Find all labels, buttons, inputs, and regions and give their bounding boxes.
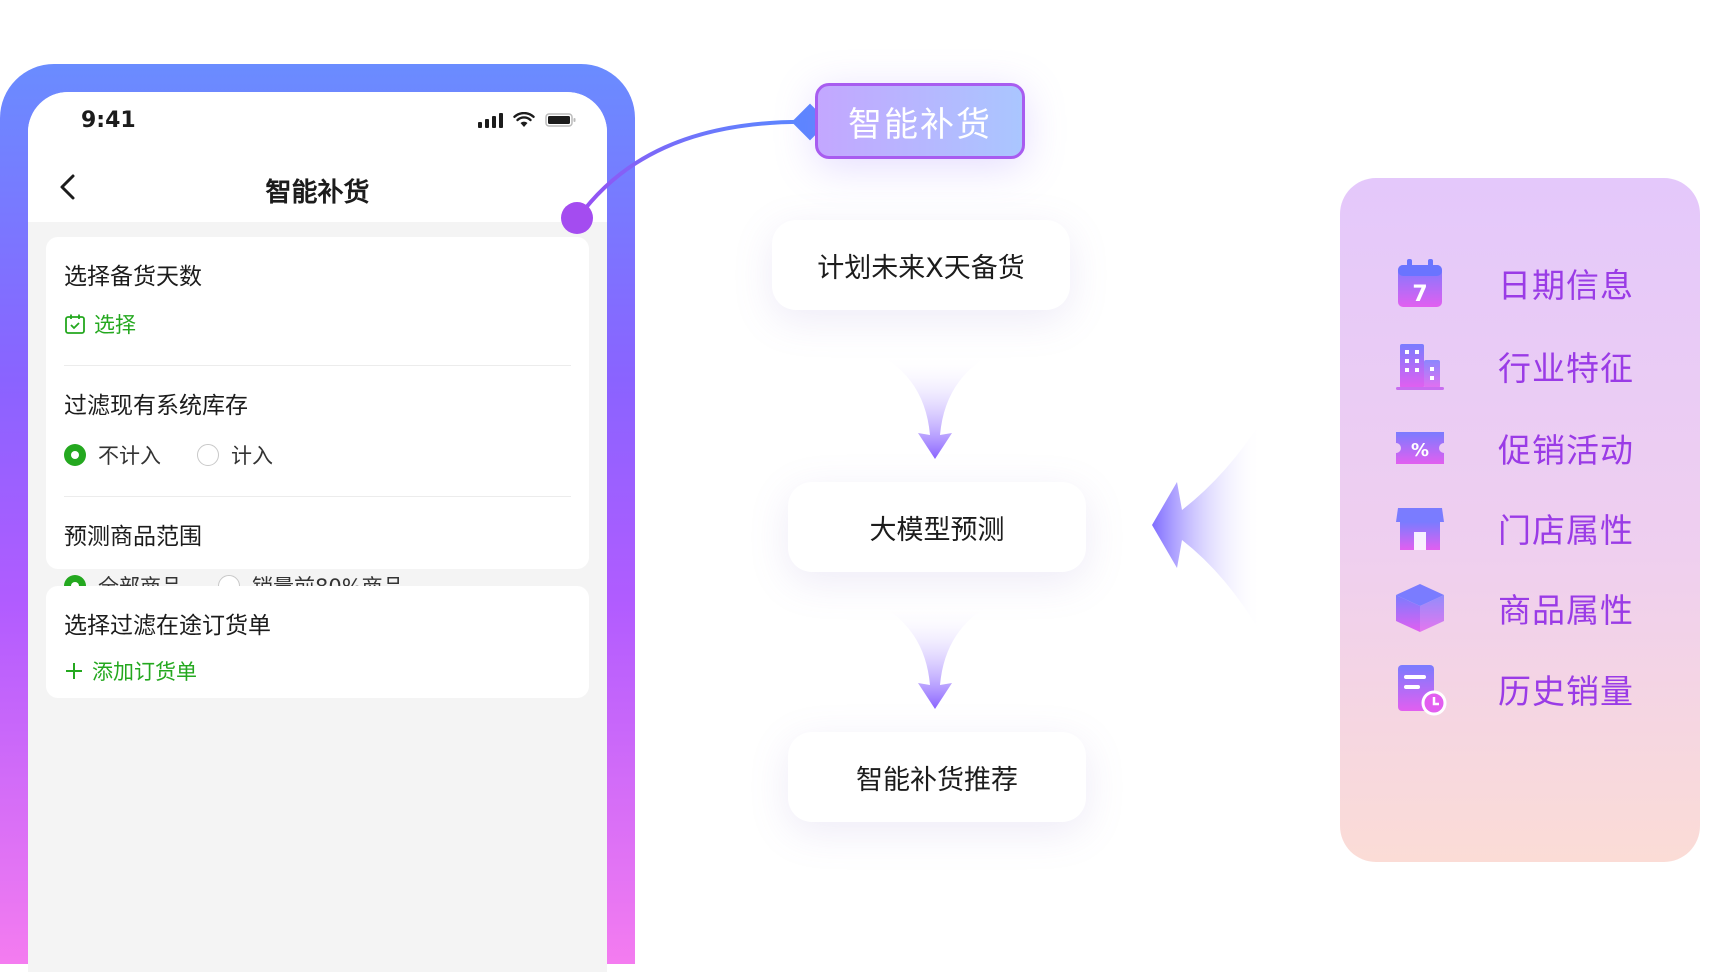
nav-bar: 智能补货: [28, 152, 607, 222]
down-arrow-icon: [880, 605, 990, 709]
divider: [64, 365, 571, 366]
add-order-button[interactable]: 添加订货单: [64, 656, 571, 686]
divider: [64, 496, 571, 497]
building-icon: [1396, 344, 1444, 390]
store-icon: [1396, 508, 1444, 550]
flow-step-recommend: 智能补货推荐: [788, 732, 1086, 822]
calendar-check-icon: [65, 314, 85, 334]
days-section-title: 选择备货天数: [64, 264, 202, 290]
coupon-icon: %: [1396, 432, 1444, 464]
select-days-label: 选择: [94, 313, 136, 337]
cellular-signal-icon: [478, 113, 503, 128]
scope-section-title: 预测商品范围: [64, 524, 202, 550]
battery-icon: [545, 113, 576, 127]
filter-option-exclude[interactable]: 不计入: [64, 440, 161, 470]
status-time: 9:41: [81, 108, 136, 133]
svg-text:%: %: [1411, 440, 1429, 461]
orders-card: 选择过滤在途订货单 添加订货单: [46, 586, 589, 698]
back-arrow-icon[interactable]: [56, 172, 80, 202]
factor-industry: 行业特征: [1392, 331, 1682, 401]
plus-icon: [66, 663, 82, 679]
status-bar: 9:41: [28, 92, 607, 152]
factor-card: 7 日期信息 行业特征 % 促销活动 门店属性: [1340, 178, 1700, 862]
flow-step-plan: 计划未来X天备货: [772, 220, 1070, 310]
factor-store-label: 门店属性: [1498, 511, 1634, 550]
sales-report-icon: [1398, 665, 1447, 716]
add-order-label: 添加订货单: [92, 660, 197, 684]
factor-promotion: % 促销活动: [1392, 413, 1682, 483]
filter-option-include[interactable]: 计入: [197, 440, 273, 470]
orders-section: 选择过滤在途订货单 添加订货单: [64, 586, 571, 686]
settings-card: 选择备货天数 选择 过滤现有系统库存 不计入: [46, 237, 589, 599]
radio-unselected-icon: [197, 444, 219, 466]
down-arrow-icon: [880, 355, 990, 459]
select-days-button[interactable]: 选择: [64, 309, 571, 339]
connector-dot-icon: [561, 202, 593, 234]
left-arrow-icon: [1152, 420, 1262, 635]
connector-curve: [561, 103, 829, 234]
factor-date-label: 日期信息: [1498, 266, 1634, 305]
flow-step-model: 大模型预测: [788, 482, 1086, 572]
phone-screen: 9:41 智能补货 选择备货天数: [28, 92, 607, 972]
factor-store: 门店属性: [1392, 493, 1682, 563]
feature-tag: 智能补货: [815, 83, 1025, 159]
factor-date: 7 日期信息: [1392, 248, 1682, 318]
factor-sales: 历史销量: [1392, 654, 1682, 724]
wifi-icon: [513, 112, 535, 127]
page-title: 智能补货: [265, 178, 370, 208]
status-icons: [478, 112, 577, 128]
filter-section: 过滤现有系统库存 不计入 计入: [64, 366, 571, 476]
filter-option-include-label: 计入: [231, 444, 273, 468]
factor-sales-label: 历史销量: [1498, 672, 1634, 711]
factor-product-label: 商品属性: [1498, 591, 1634, 630]
filter-section-title: 过滤现有系统库存: [64, 393, 248, 419]
filter-option-exclude-label: 不计入: [98, 444, 161, 468]
calendar-icon: 7: [1398, 259, 1442, 307]
days-section: 选择备货天数 选择: [64, 237, 571, 347]
filter-radio-group: 不计入 计入: [64, 440, 571, 470]
svg-text:7: 7: [1412, 282, 1427, 307]
radio-selected-icon: [64, 444, 86, 466]
orders-section-title: 选择过滤在途订货单: [64, 613, 271, 639]
box-icon: [1396, 584, 1444, 632]
factor-product: 商品属性: [1392, 573, 1682, 643]
factor-industry-label: 行业特征: [1498, 349, 1634, 388]
factor-promotion-label: 促销活动: [1498, 431, 1634, 470]
